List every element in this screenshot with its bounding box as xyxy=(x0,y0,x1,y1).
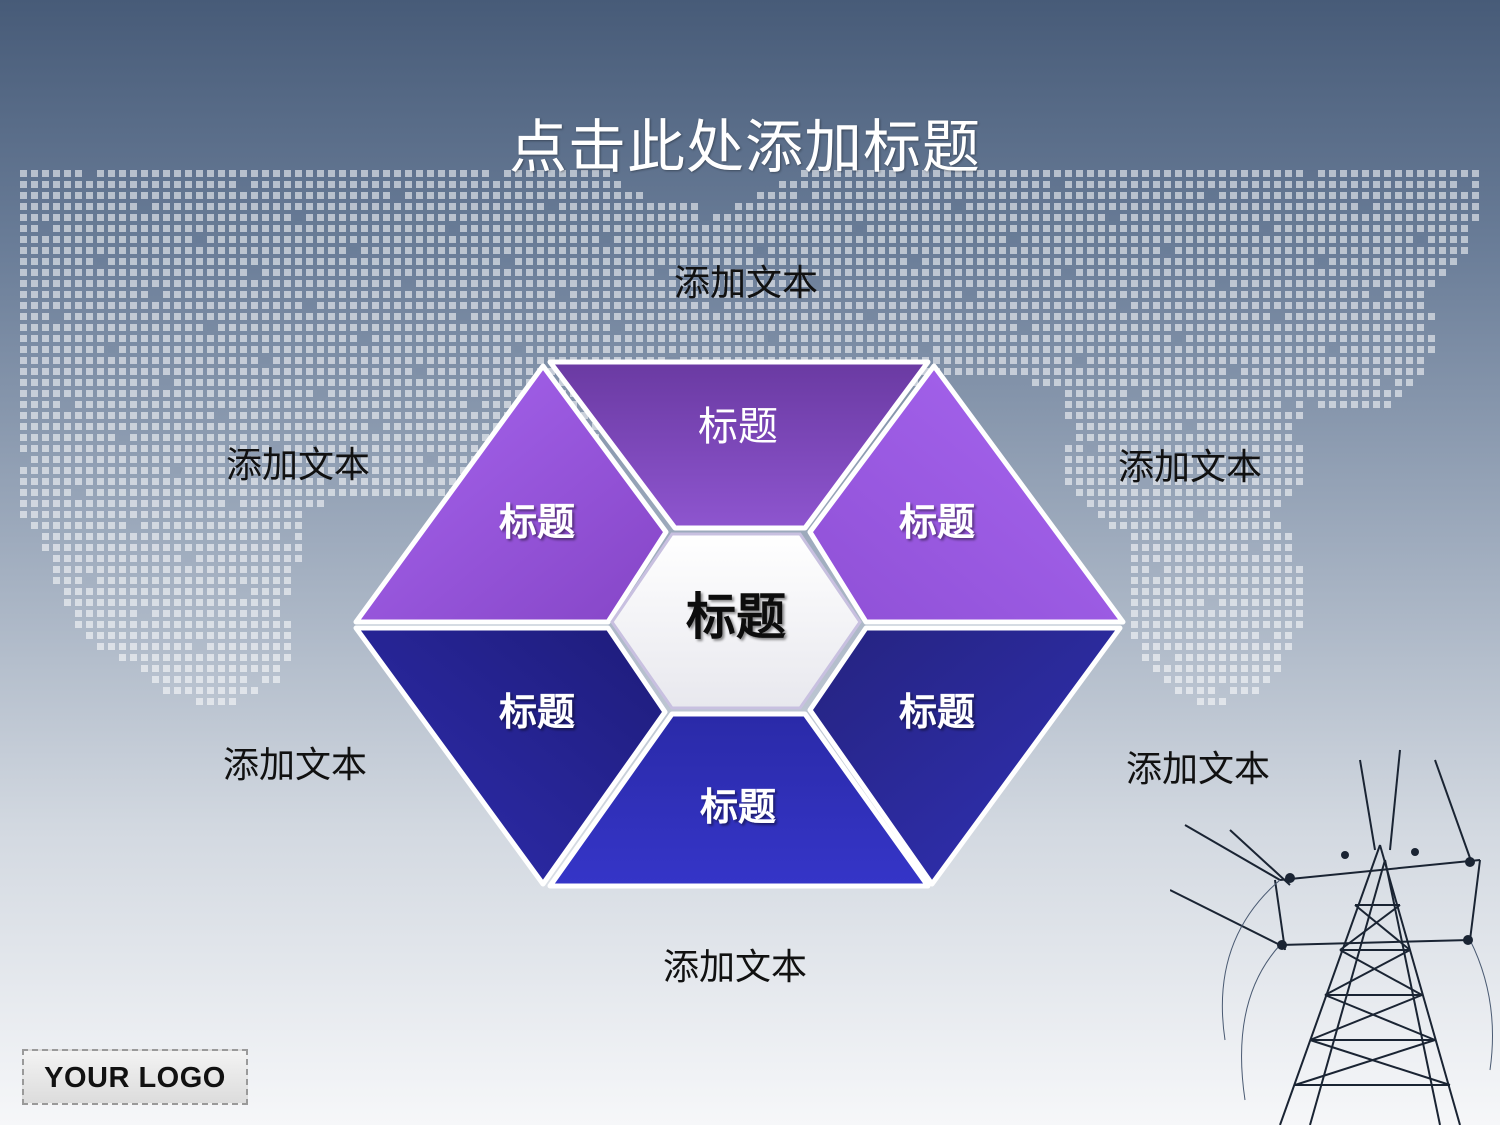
segment-lower-left-label: 标题 xyxy=(499,690,575,734)
center-label: 标题 xyxy=(686,588,786,646)
segment-lower-left[interactable] xyxy=(353,625,668,887)
segment-upper-right[interactable] xyxy=(807,363,1126,625)
segment-bottom[interactable] xyxy=(547,711,931,889)
segment-upper-right-label: 标题 xyxy=(899,500,975,544)
power-tower-illustration xyxy=(1170,749,1493,1125)
outer-text-top[interactable]: 添加文本 xyxy=(673,263,818,304)
segment-upper-left[interactable] xyxy=(353,363,669,625)
outer-text-upper-right[interactable]: 添加文本 xyxy=(1117,447,1262,488)
segment-top-label: 标题 xyxy=(698,404,778,450)
segment-upper-left-label: 标题 xyxy=(499,500,575,544)
outer-text-lower-left[interactable]: 添加文本 xyxy=(222,745,367,786)
outer-text-upper-left[interactable]: 添加文本 xyxy=(225,445,370,486)
segment-lower-right-label: 标题 xyxy=(899,690,975,734)
segment-bottom-label: 标题 xyxy=(700,785,776,829)
center-hexagon[interactable] xyxy=(610,532,862,710)
outer-text-lower-right[interactable]: 添加文本 xyxy=(1125,749,1270,790)
outer-text-bottom[interactable]: 添加文本 xyxy=(662,947,807,988)
slide-title[interactable]: 点击此处添加标题 xyxy=(508,113,981,181)
logo-placeholder[interactable]: YOUR LOGO xyxy=(22,1049,248,1105)
segment-top[interactable] xyxy=(547,359,931,531)
segment-lower-right[interactable] xyxy=(807,625,1123,887)
